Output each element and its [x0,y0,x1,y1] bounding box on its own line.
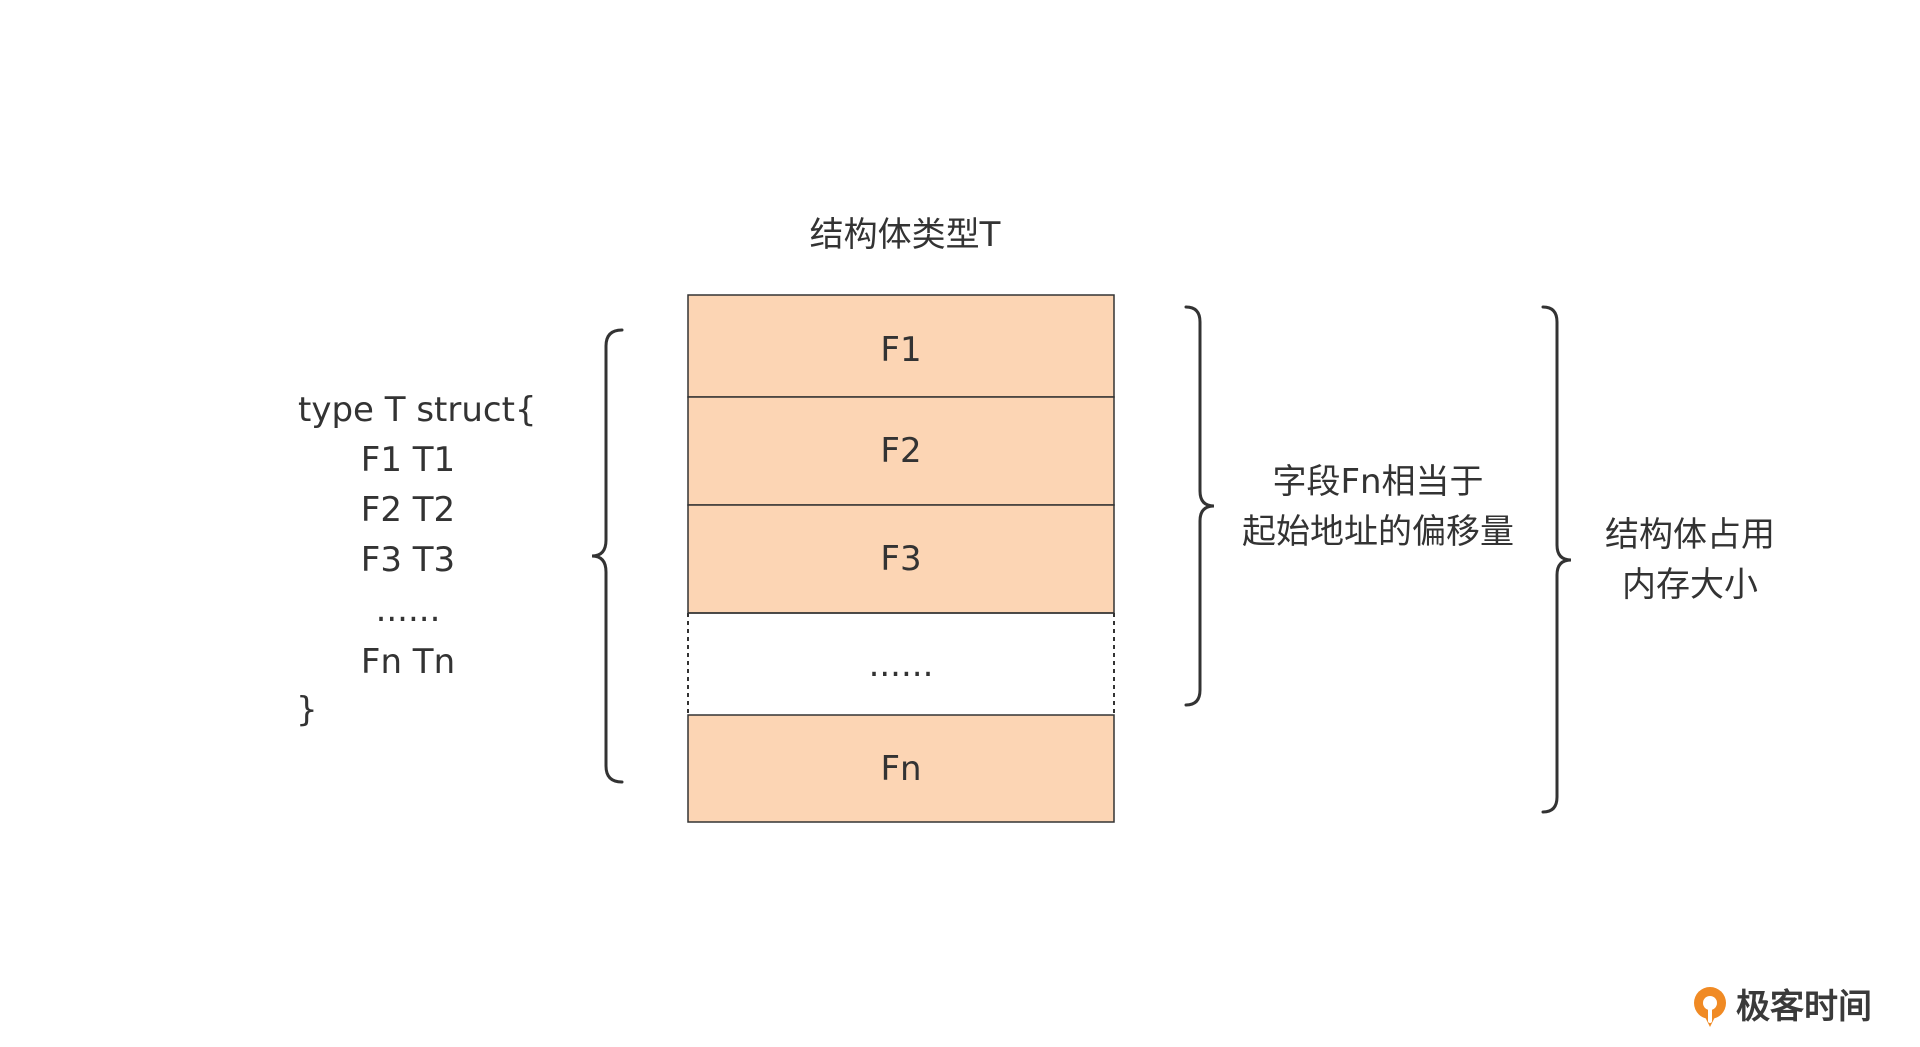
code-line-2: F1 T1 [360,440,456,480]
code-line-7: } [296,690,318,730]
size-note-line-1: 结构体占用 [1605,515,1775,555]
code-brace [591,328,624,784]
block-label-fn: Fn [880,749,922,789]
block-f2 [687,396,1115,506]
memory-blocks [687,294,1115,823]
size-note-line-2: 内存大小 [1622,565,1758,605]
code-line-3: F2 T2 [360,490,456,530]
code-line-6: Fn Tn [360,642,456,682]
offset-note-line-2: 起始地址的偏移量 [1242,512,1514,552]
block-label-f1: F1 [880,330,922,370]
logo-text: 极客时间 [1736,987,1872,1027]
block-label-f2: F2 [880,431,922,471]
code-line-1: type T struct{ [298,390,537,430]
block-label-ellipsis: ...... [868,645,934,685]
code-line-5: ...... [375,590,441,630]
code-line-4: F3 T3 [360,540,456,580]
diagram-title: 结构体类型T [809,215,1001,255]
block-label-f3: F3 [880,539,922,579]
offset-note-line-1: 字段Fn相当于 [1272,462,1484,502]
block-fn [687,714,1115,823]
offset-brace [1184,305,1215,707]
geektime-logo-icon [1694,987,1726,1027]
size-brace [1541,305,1572,814]
geektime-logo: 极客时间 [1690,985,1872,1029]
